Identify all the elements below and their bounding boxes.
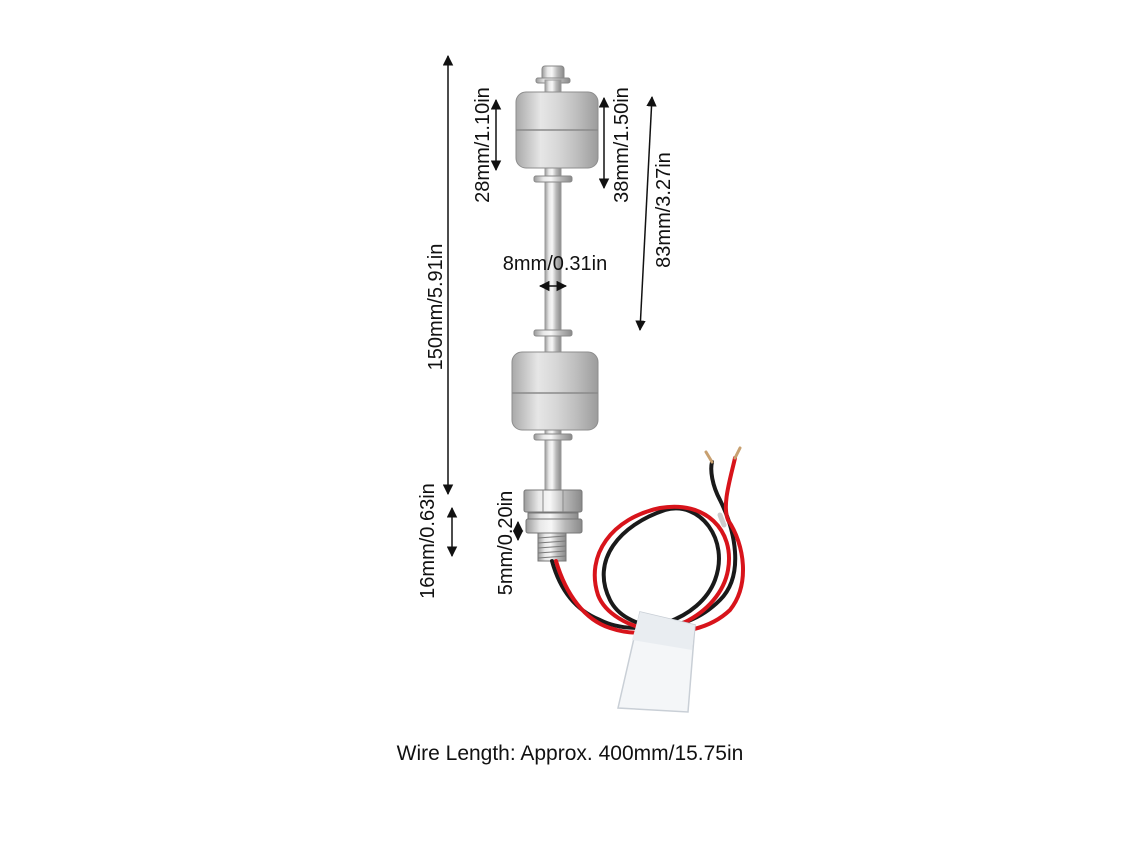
clip (533, 433, 573, 441)
float-spacing-label: 38mm/1.50in (611, 87, 633, 203)
overall-height-label: 150mm/5.91in (425, 244, 447, 371)
thread-length-label: 16mm/0.63in (417, 483, 439, 599)
clip (533, 175, 573, 183)
wire-label-tag (617, 611, 696, 713)
hex-nut-upper (523, 489, 583, 513)
clip (533, 329, 573, 337)
stroke-label: 83mm/3.27in (653, 152, 675, 268)
wire-length-caption: Wire Length: Approx. 400mm/15.75in (396, 742, 744, 765)
stroke-arrow (635, 95, 657, 332)
black-wire (550, 460, 738, 630)
nut-height-label: 5mm/0.20in (495, 491, 517, 596)
dimension-lines (442, 54, 657, 558)
lower-float (511, 351, 599, 431)
washer (527, 512, 579, 520)
rod-diameter-label: 8mm/0.31in (503, 253, 608, 275)
float-switch (511, 65, 599, 562)
float-height-label: 28mm/1.10in (472, 87, 494, 203)
hex-nut-lower (525, 518, 583, 534)
lead-wires (550, 446, 745, 635)
